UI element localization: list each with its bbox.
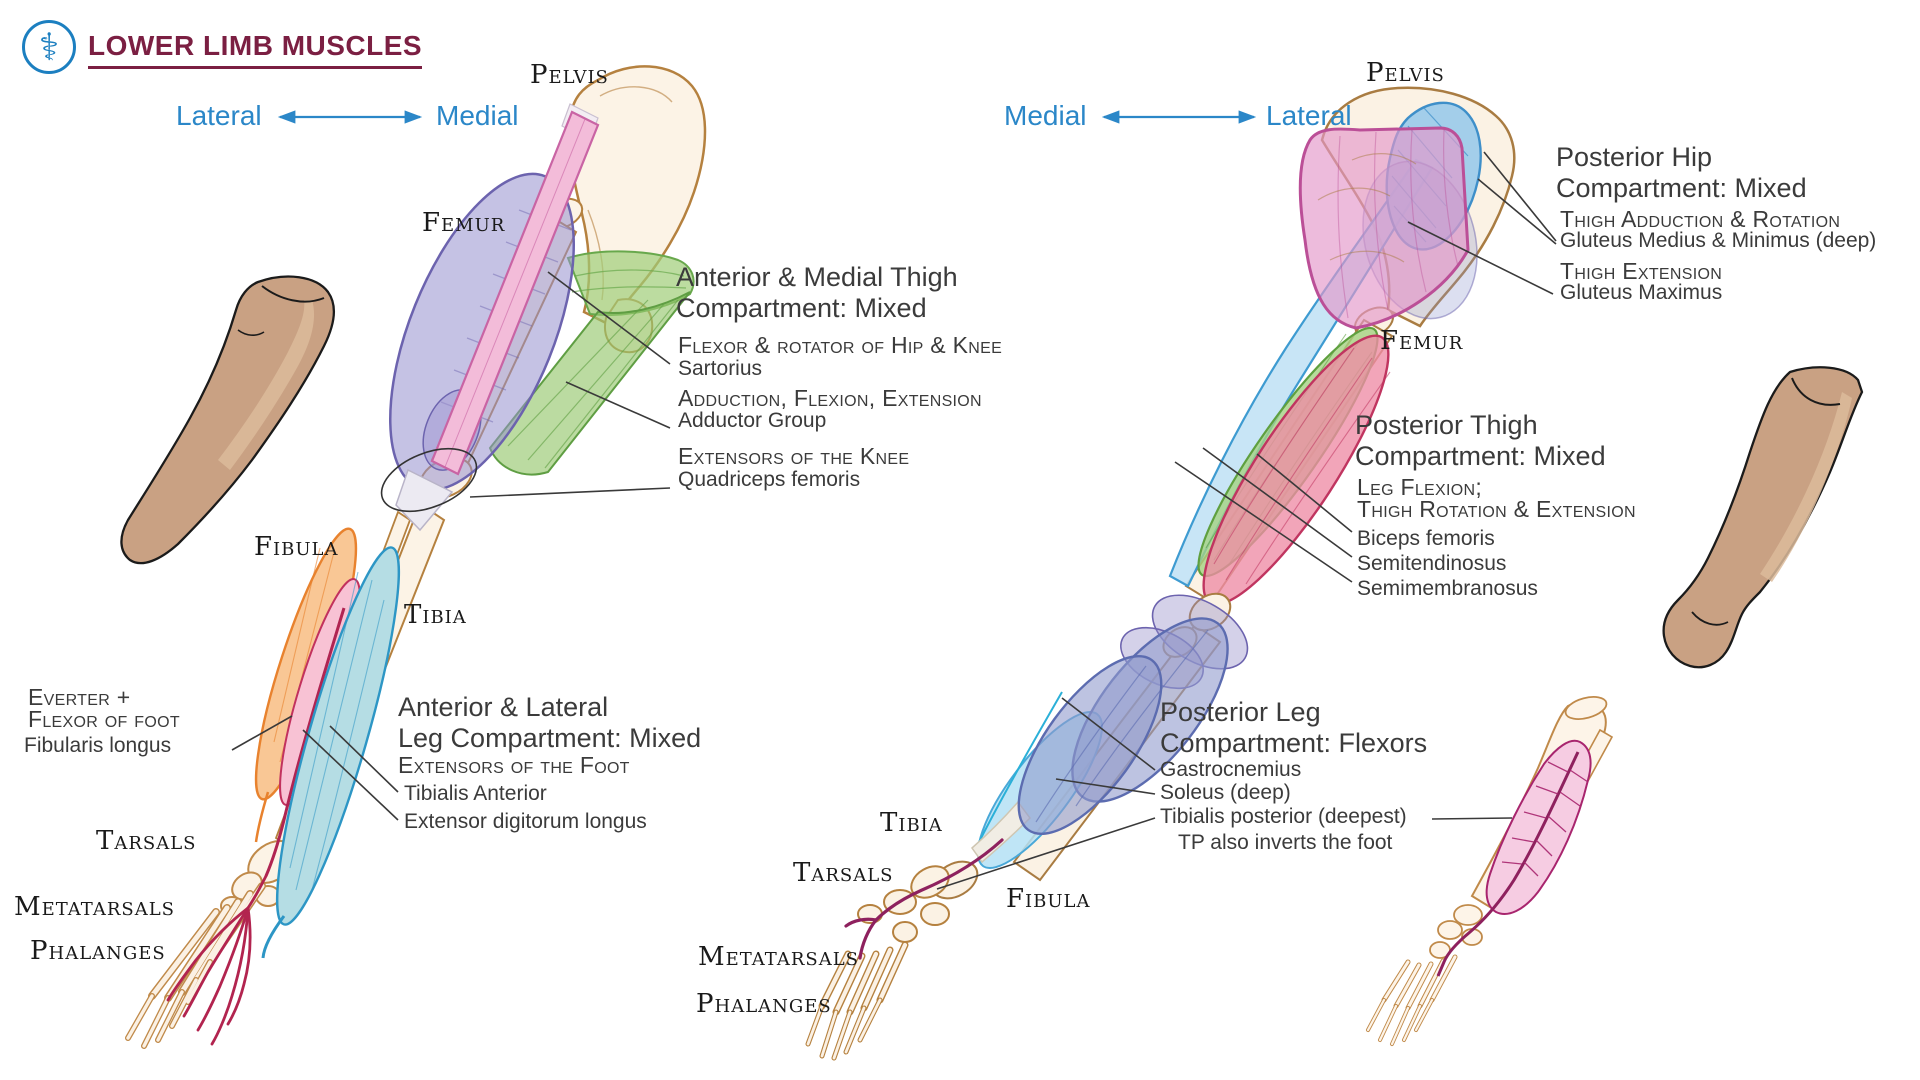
muscle-label: Semimembranosus bbox=[1357, 577, 1538, 600]
muscle-label: Adductor Group bbox=[678, 409, 827, 432]
posterior-bone-label-pelvis: Pelvis bbox=[1366, 58, 1445, 88]
action-label: Leg Flexion; bbox=[1357, 474, 1483, 500]
posterior-bone-label-tibia: Tibia bbox=[880, 808, 943, 838]
action-label: Flexor of foot bbox=[28, 706, 180, 732]
posterior-bone-label-femur: Femur bbox=[1380, 326, 1464, 356]
sartorius-muscle bbox=[430, 103, 600, 476]
tibialis-posterior-tendon bbox=[844, 838, 1004, 960]
posterior-bone-label-fibula: Fibula bbox=[1006, 884, 1091, 914]
muscle-label: Biceps femoris bbox=[1357, 527, 1495, 550]
muscle-label: Semitendinosus bbox=[1357, 552, 1507, 575]
annotation-heading: Compartment: Flexors bbox=[1160, 728, 1428, 758]
muscle-label: Soleus (deep) bbox=[1160, 781, 1291, 804]
adductor-group-muscle bbox=[488, 250, 695, 476]
posterior-bone-label-phalanges: Phalanges bbox=[696, 989, 832, 1019]
muscle-label: Gluteus Medius & Minimus (deep) bbox=[1560, 229, 1877, 252]
annotation-heading: Leg Compartment: Mixed bbox=[398, 723, 702, 753]
posterior-medial-direction-label: Medial bbox=[1004, 100, 1087, 131]
muscle-label: Fibularis longus bbox=[24, 734, 172, 757]
muscle-label: Extensor digitorum longus bbox=[404, 810, 647, 833]
anterior-bone-label-tarsals: Tarsals bbox=[96, 826, 197, 856]
action-label: Flexor & rotator of Hip & Knee bbox=[678, 332, 1003, 358]
action-label: Adduction, Flexion, Extension bbox=[678, 385, 982, 411]
posterior-bone-label-tarsals: Tarsals bbox=[793, 858, 894, 888]
anterior-bone-label-pelvis: Pelvis bbox=[530, 60, 609, 90]
muscle-label: Sartorius bbox=[678, 357, 763, 380]
anterior-medial-direction-label: Medial bbox=[436, 100, 519, 131]
muscle-label: Gastrocnemius bbox=[1160, 758, 1302, 781]
anterior-lateral-direction-label: Lateral bbox=[176, 100, 262, 131]
action-label: Thigh Adduction & Rotation bbox=[1560, 206, 1841, 232]
action-label: Extensors of the Knee bbox=[678, 443, 910, 469]
anterior-leg-figure bbox=[125, 65, 707, 1049]
annotation-heading: Compartment: Mixed bbox=[676, 293, 927, 323]
anterior-bone-label-femur: Femur bbox=[422, 208, 506, 238]
annotation-heading: Compartment: Mixed bbox=[1556, 173, 1807, 203]
asclepius-logo-icon: ⚕ bbox=[22, 20, 76, 74]
annotation-heading: Posterior Thigh bbox=[1355, 410, 1538, 440]
gluteus-maximus-muscle bbox=[1298, 126, 1470, 330]
muscle-label: Quadriceps femoris bbox=[678, 468, 861, 491]
action-label: Everter + bbox=[28, 684, 131, 710]
muscle-label: Tibialis Anterior bbox=[404, 782, 547, 805]
muscle-label: Gluteus Maximus bbox=[1560, 281, 1723, 304]
page-title: LOWER LIMB MUSCLES bbox=[88, 30, 423, 69]
knee-annotation-ellipse bbox=[380, 447, 478, 513]
posterior-leg-figure bbox=[805, 86, 1516, 1061]
posterior-skin-leg-inset bbox=[1662, 366, 1864, 669]
anterior-bone-label-fibula: Fibula bbox=[254, 532, 339, 562]
tibialis-anterior-muscle bbox=[261, 546, 400, 959]
action-label: Extensors of the Foot bbox=[398, 752, 630, 778]
anterior-bone-label-tibia: Tibia bbox=[404, 600, 467, 630]
anterior-skin-leg-inset bbox=[120, 275, 335, 565]
action-label: Thigh Extension bbox=[1560, 258, 1723, 284]
posterior-lateral-direction-label: Lateral bbox=[1266, 100, 1352, 131]
annotation-heading: Compartment: Mixed bbox=[1355, 441, 1606, 471]
foot-extensor-tendons bbox=[166, 874, 268, 1046]
annotation-heading: Anterior & Lateral bbox=[398, 692, 609, 722]
gastrocnemius-muscle bbox=[1017, 617, 1229, 835]
tp-note-label: TP also inverts the foot bbox=[1178, 831, 1393, 854]
leader-lines bbox=[231, 151, 1557, 890]
annotation-heading: Posterior Leg bbox=[1160, 697, 1321, 727]
anterior-bone-label-metatarsals: Metatarsals bbox=[14, 892, 175, 922]
posterior-bone-label-metatarsals: Metatarsals bbox=[698, 942, 859, 972]
action-label: Thigh Rotation & Extension bbox=[1357, 496, 1636, 522]
annotation-heading: Anterior & Medial Thigh bbox=[676, 262, 958, 292]
tibialis-posterior-inset bbox=[1366, 696, 1614, 1046]
muscle-label: Tibialis posterior (deepest) bbox=[1160, 805, 1407, 828]
anterior-bone-label-phalanges: Phalanges bbox=[30, 936, 166, 966]
annotation-heading: Posterior Hip bbox=[1556, 142, 1713, 172]
